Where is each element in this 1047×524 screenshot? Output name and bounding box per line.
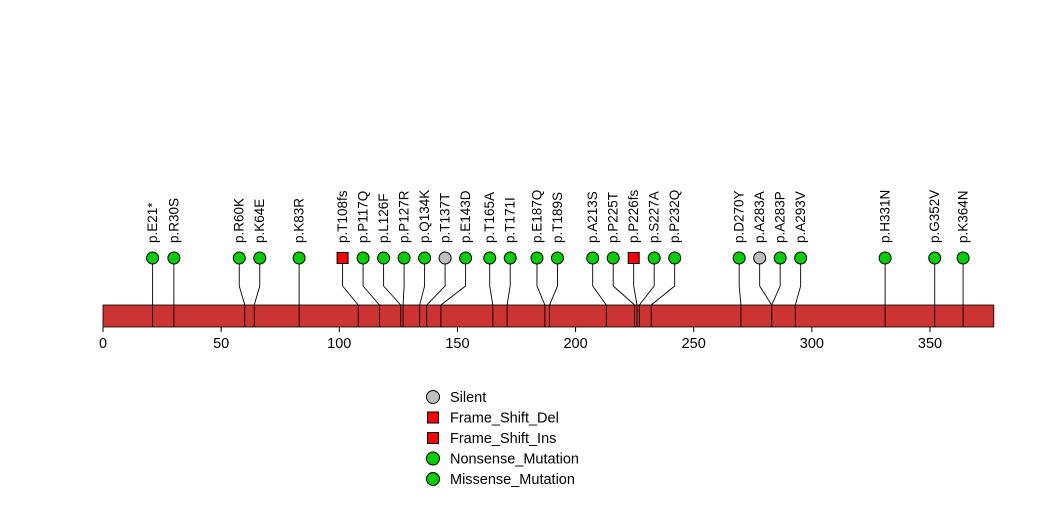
mutation-label: p.D270Y xyxy=(732,190,747,243)
mutation-marker xyxy=(356,251,370,265)
mutation-marker xyxy=(732,251,746,265)
mutation-marker xyxy=(668,251,682,265)
mutation-stem xyxy=(592,258,607,327)
mutation-marker xyxy=(292,251,306,265)
mutation-marker xyxy=(647,251,661,265)
mutation-marker xyxy=(627,252,640,264)
mutation-marker xyxy=(773,251,787,265)
mutation-label: p.P225T xyxy=(606,192,621,243)
mutation-label: p.P117Q xyxy=(356,191,371,243)
axis-tick-label: 300 xyxy=(800,336,824,352)
mutation-stem xyxy=(633,258,638,327)
mutation-label: p.A283A xyxy=(752,191,767,243)
mutation-marker xyxy=(606,251,620,265)
legend-marker xyxy=(426,451,440,466)
mutation-label: p.K83R xyxy=(292,198,307,243)
mutation-stem xyxy=(549,258,558,327)
mutation-marker xyxy=(483,251,497,265)
mutation-marker xyxy=(586,251,600,265)
legend-label: Missense_Mutation xyxy=(450,472,575,488)
legend-label: Frame_Shift_Del xyxy=(450,411,559,427)
mutation-label: p.G352V xyxy=(927,190,942,243)
mutation-label: p.E187Q xyxy=(529,190,544,243)
mutation-marker xyxy=(928,251,942,265)
mutation-marker xyxy=(794,251,808,265)
legend-marker xyxy=(427,432,439,444)
mutation-label: p.K364N xyxy=(956,190,971,243)
mutation-label: p.T189S xyxy=(550,192,565,243)
mutation-marker xyxy=(418,251,432,265)
mutation-label: p.S227A xyxy=(647,191,662,243)
mutation-stem xyxy=(253,258,261,327)
mutation-marker xyxy=(530,251,544,265)
legend-label: Nonsense_Mutation xyxy=(450,452,579,468)
mutation-marker xyxy=(956,251,970,265)
mutation-stem xyxy=(506,258,511,327)
mutation-stem xyxy=(383,258,402,327)
mutation-marker xyxy=(336,252,349,264)
mutation-stem xyxy=(342,258,359,327)
mutation-label: p.E21* xyxy=(145,202,160,243)
mutation-label: p.A213S xyxy=(585,191,600,243)
mutation-label: p.P232Q xyxy=(667,190,682,243)
mutation-label: p.T171I xyxy=(503,197,518,243)
mutation-label: p.R30S xyxy=(166,198,181,243)
mutation-label: p.K64E xyxy=(252,199,267,243)
mutation-stem xyxy=(419,258,426,327)
mutation-marker xyxy=(459,251,473,265)
mutation-stem xyxy=(536,258,546,327)
mutation-marker xyxy=(550,251,564,265)
axis-tick-label: 150 xyxy=(445,336,469,352)
mutation-stem xyxy=(738,258,742,327)
mutation-marker xyxy=(753,251,767,265)
legend-marker xyxy=(426,472,440,486)
mutation-label: p.T137T xyxy=(438,193,453,243)
mutation-stem xyxy=(489,258,494,327)
mutation-marker xyxy=(253,251,267,265)
mutation-label: p.T165A xyxy=(482,192,497,243)
mutation-label: p.H331N xyxy=(878,190,893,243)
mutation-label: p.T108fs xyxy=(335,190,350,243)
mutation-stem xyxy=(362,258,380,327)
mutation-marker xyxy=(878,251,892,265)
mutation-marker xyxy=(167,251,181,265)
mutation-marker xyxy=(146,251,160,265)
mutation-label: p.L126F xyxy=(376,193,391,243)
mutation-marker xyxy=(232,251,246,265)
legend-marker xyxy=(426,390,440,404)
mutation-label: p.P226fs xyxy=(626,189,641,243)
mutation-stem xyxy=(650,258,676,327)
mutation-marker xyxy=(503,251,517,265)
mutation-label: p.P127R xyxy=(397,190,412,243)
legend-label: Frame_Shift_Ins xyxy=(450,431,556,447)
mutation-stem xyxy=(794,258,802,327)
axis-tick-label: 0 xyxy=(99,336,107,352)
protein-backbone xyxy=(102,304,995,328)
mutation-marker xyxy=(377,251,391,265)
mutation-stem xyxy=(426,258,446,327)
mutation-label: p.R60K xyxy=(232,198,247,243)
mutation-label: p.A293V xyxy=(793,191,808,243)
legend-marker xyxy=(427,411,439,424)
mutation-stem xyxy=(440,258,467,327)
axis-tick-label: 250 xyxy=(682,336,706,352)
mutation-stem xyxy=(771,258,781,327)
axis-tick-label: 100 xyxy=(327,336,351,352)
mutation-stem xyxy=(238,258,246,327)
mutation-stem xyxy=(612,258,636,327)
legend-label: Silent xyxy=(450,390,486,406)
mutation-marker xyxy=(397,251,411,265)
axis-tick-label: 350 xyxy=(918,336,942,352)
mutation-marker xyxy=(438,251,452,265)
mutation-label: p.Q134K xyxy=(417,190,432,243)
axis-tick-label: 50 xyxy=(213,336,229,352)
mutation-stem xyxy=(638,258,655,327)
mutation-label: p.E143D xyxy=(458,190,473,243)
axis-tick-label: 200 xyxy=(563,336,587,352)
mutation-label: p.A283P xyxy=(773,191,788,243)
mutation-stem xyxy=(402,258,405,327)
